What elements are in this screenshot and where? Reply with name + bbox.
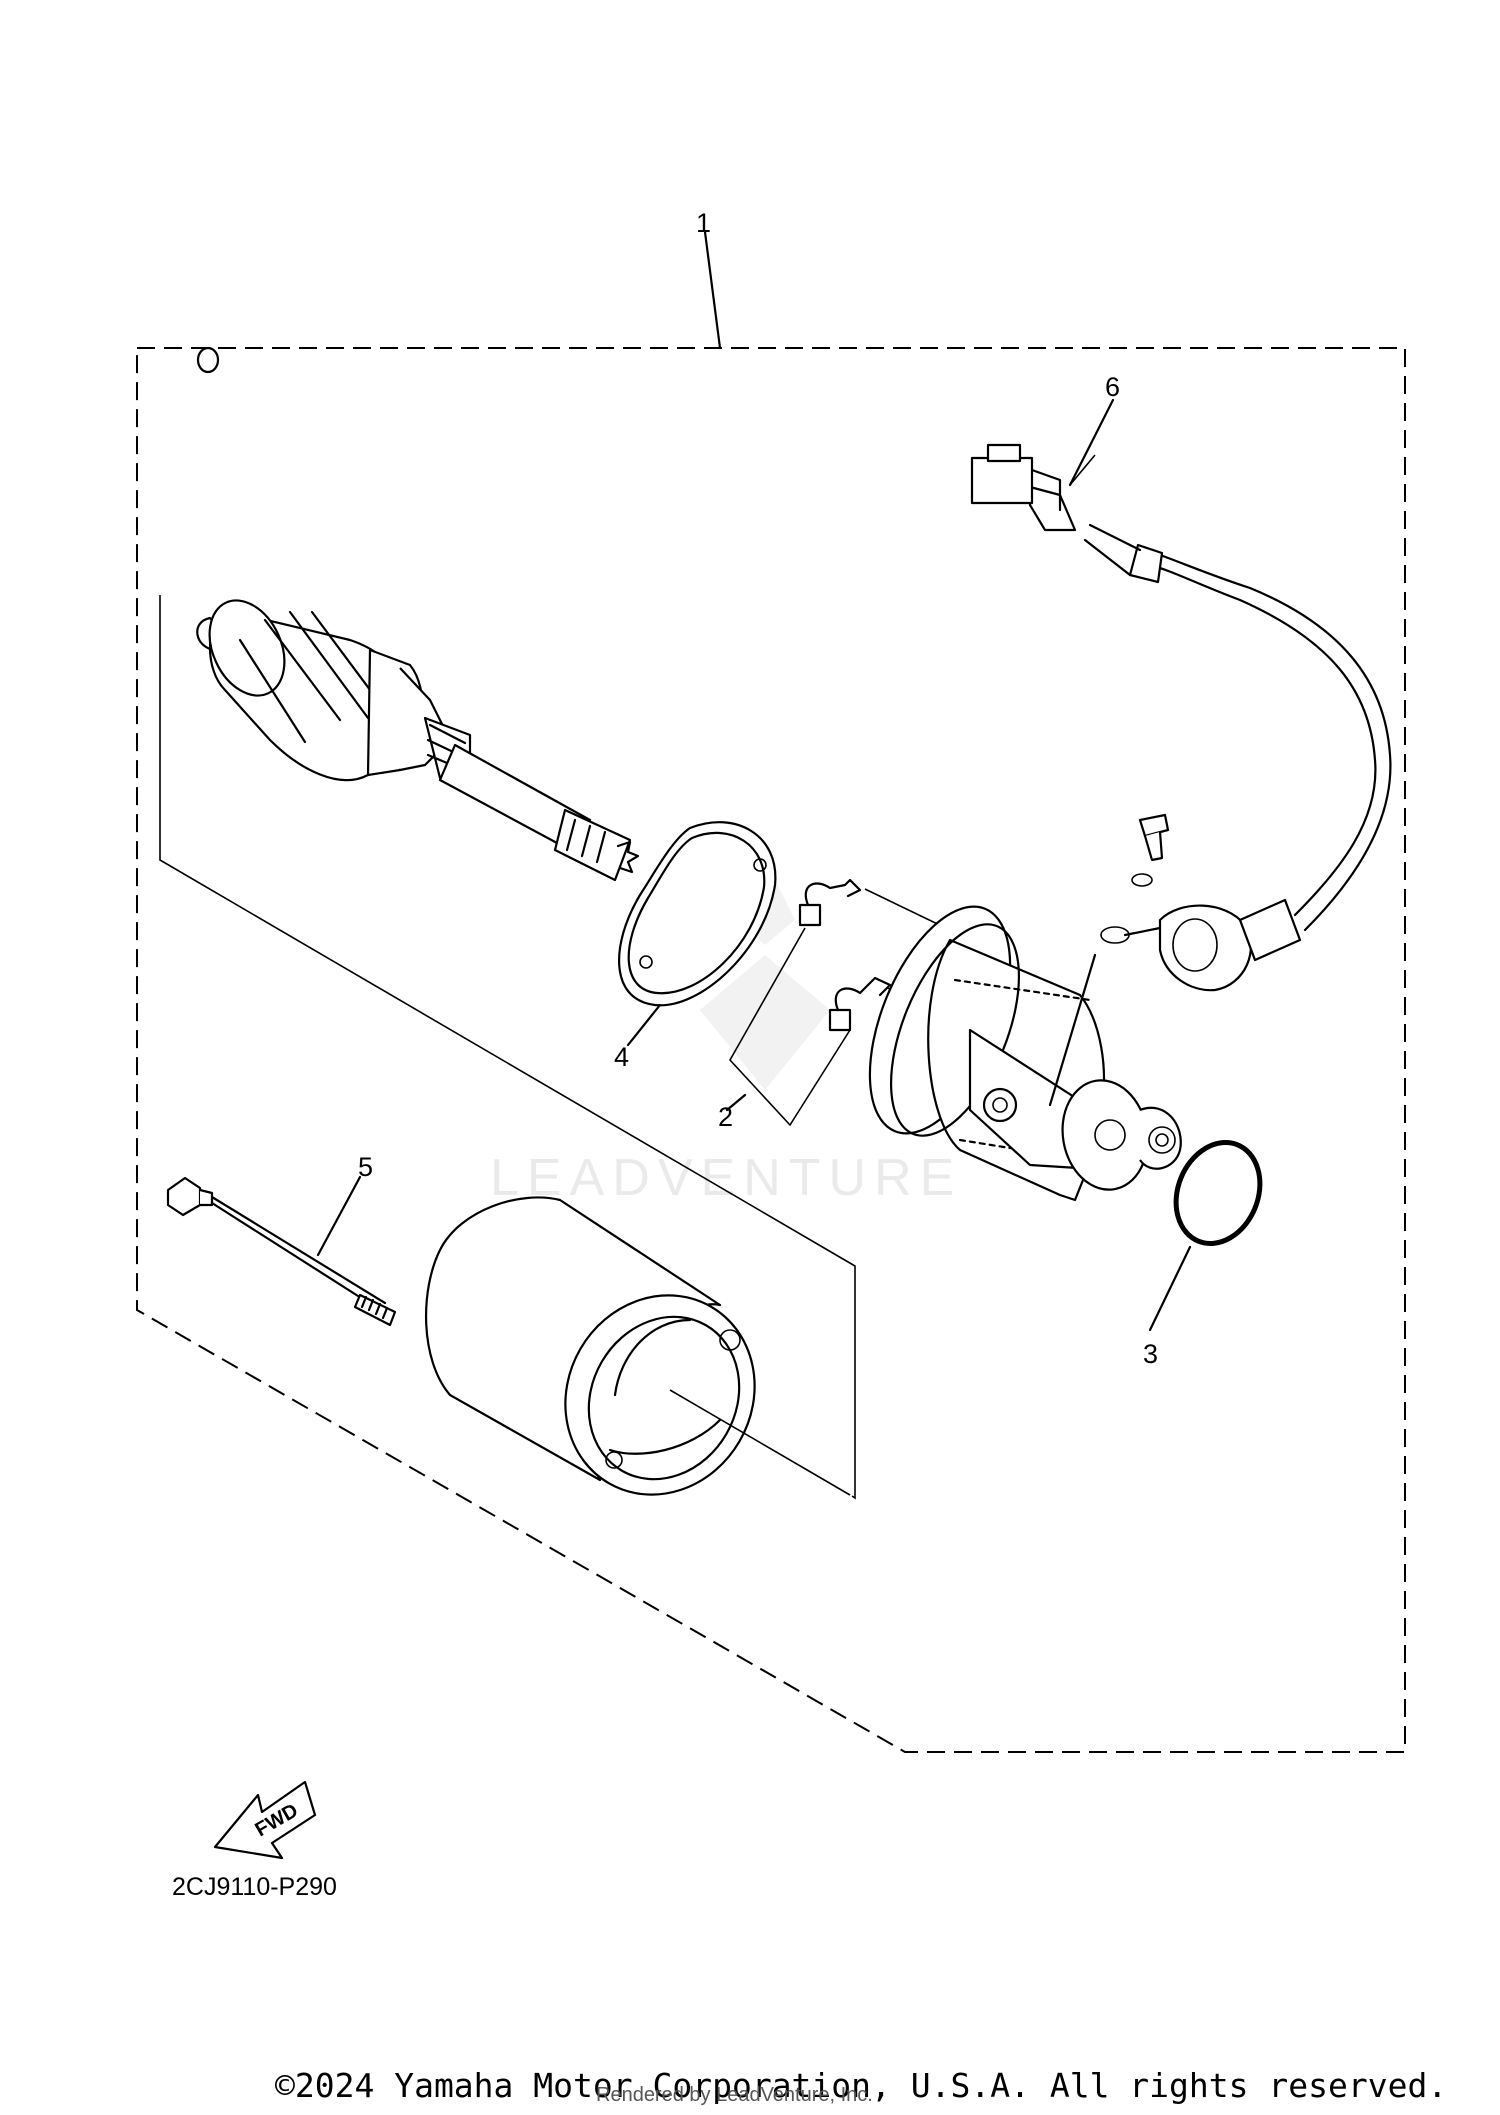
assembly-boundary — [136, 347, 1406, 1753]
terminal-lead — [970, 443, 1392, 1107]
through-bolt — [166, 1176, 397, 1327]
callout-3: 3 — [1143, 1339, 1158, 1369]
drawing-code: 2CJ9110-P290 — [172, 1873, 337, 1901]
copyright-notice: ©2024 Yamaha Motor Corporation, U.S.A. A… — [275, 2066, 1448, 2105]
starter-housing — [868, 905, 1182, 1202]
callout-1-leader — [703, 230, 722, 350]
o-ring — [1173, 1140, 1263, 1246]
callout-2: 2 — [718, 1102, 733, 1132]
callout-4: 4 — [614, 1042, 629, 1072]
callout-6-leader — [1068, 398, 1115, 487]
callout-1: 1 — [696, 208, 711, 238]
callout-6: 6 — [1105, 372, 1120, 402]
rendered-by-notice: Rendered by LeadVenture, Inc. — [596, 2084, 873, 2106]
callout-4-leader — [626, 1003, 662, 1047]
armature — [196, 346, 640, 882]
callout-5-leader — [316, 1175, 362, 1257]
callout-5: 5 — [358, 1152, 373, 1182]
callout-2-leader — [725, 1093, 747, 1112]
leadventure-watermark: LEADVENTURE — [490, 860, 962, 1207]
callout-3-leader — [1148, 1245, 1192, 1332]
watermark-text: LEADVENTURE — [490, 1149, 962, 1207]
armature-frame — [159, 595, 856, 1500]
yoke-housing — [424, 1196, 851, 1496]
fwd-arrow-icon: FWD — [213, 1780, 317, 1860]
gasket-plate — [618, 821, 777, 1007]
